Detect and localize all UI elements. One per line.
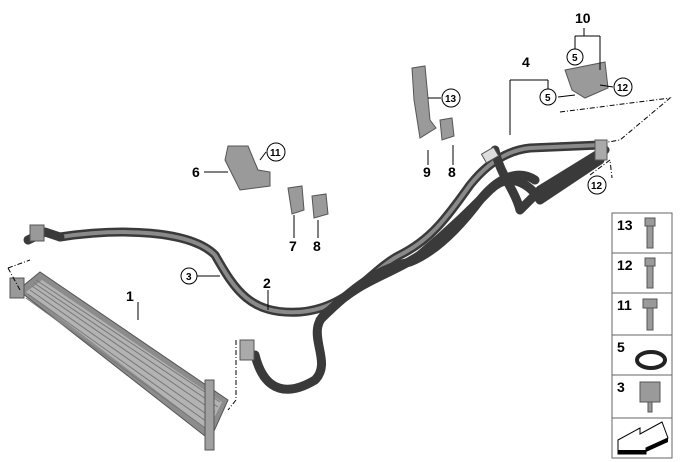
callout-6: 6 (192, 164, 200, 180)
callout-3: 3 (186, 272, 192, 283)
callout-7: 7 (289, 238, 297, 254)
callout-12: 12 (617, 83, 629, 94)
callout-9: 9 (423, 164, 431, 180)
callout-1: 1 (126, 288, 134, 304)
callout-11: 11 (270, 148, 281, 159)
legend-label-11: 11 (617, 297, 632, 313)
callout-5: 5 (572, 53, 578, 64)
callout-8: 8 (448, 164, 456, 180)
arrow-icon (617, 421, 669, 455)
brackets (224, 61, 609, 219)
bolt-icon (644, 257, 656, 289)
legend-label-3: 3 (617, 379, 625, 395)
parts-legend: 13 12 11 5 3 (611, 212, 673, 459)
legend-label-5: 5 (617, 339, 625, 355)
callout-2: 2 (263, 275, 271, 291)
callout-12: 12 (591, 181, 603, 192)
o-ring-icon (635, 350, 667, 370)
legend-label-12: 12 (617, 257, 633, 273)
oil-cooler-radiator (9, 271, 229, 451)
callout-4: 4 (522, 54, 530, 70)
callout-13: 13 (445, 94, 457, 105)
callout-5: 5 (545, 93, 551, 104)
bolt-icon (642, 298, 658, 331)
bolt-icon (644, 217, 656, 249)
oil-cooler-lines (23, 139, 610, 394)
clip-icon (639, 381, 661, 413)
callout-8: 8 (313, 238, 321, 254)
callouts: 1 2 3 4 5 5 6 7 8 8 9 10 11 12 12 13 (126, 10, 633, 304)
callout-10: 10 (575, 10, 591, 26)
legend-label-13: 13 (617, 217, 633, 233)
